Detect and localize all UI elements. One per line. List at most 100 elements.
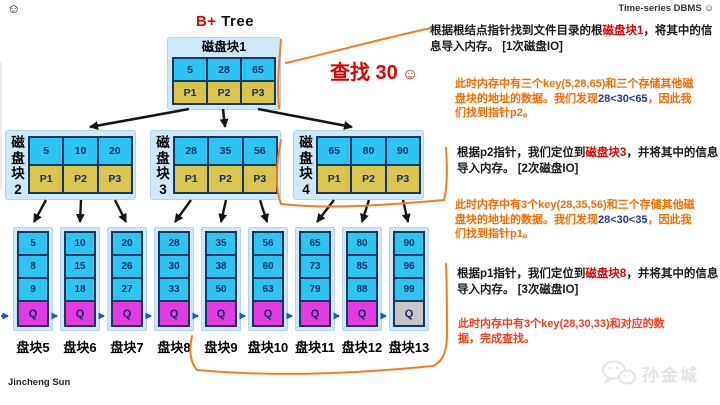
value-cell: 27 [113, 279, 141, 301]
leaf-label-5: 盘块5 [16, 340, 50, 355]
disk-block-2-label: 磁盘块2 [11, 135, 25, 197]
disk-block-3-table: 28 35 56 P1 P2 P3 [173, 136, 278, 194]
queue-pointer-cell: Q [113, 302, 141, 325]
leaf-label-8: 盘块8 [157, 340, 191, 355]
smiley-icon: ☺ [7, 1, 21, 16]
leaf-block-12: 80 85 88 Q [342, 227, 382, 331]
key-cell: 28 [175, 138, 208, 164]
key-cell: 28 [208, 59, 240, 80]
pointer-cell: P1 [175, 166, 208, 192]
value-cell: 9 [19, 279, 47, 301]
leaf-block-8: 28 30 33 Q [154, 227, 194, 331]
value-cell: 88 [348, 279, 376, 301]
leaf-label-12: 盘块12 [341, 340, 383, 355]
value-cell: 30 [160, 256, 188, 278]
key-cell: 65 [242, 59, 274, 80]
leaf-label-10: 盘块10 [247, 340, 289, 355]
value-cell: 50 [207, 279, 235, 301]
annotation-step-2: 根据p2指针，我们定位到磁盘块3，并将其中的信息导入内存。 [2次磁盘IO] [457, 147, 719, 175]
page-title: B+ Tree [150, 13, 300, 30]
brand-text: Time-series DBMS ☺ [618, 3, 714, 14]
key-cell: 56 [243, 138, 276, 164]
value-cell: 79 [301, 279, 329, 301]
highlight-disk-block-1: 磁盘块1 [602, 25, 644, 37]
value-cell: 63 [254, 279, 282, 301]
key-cell: 5 [30, 138, 63, 164]
annotation-note-2: 此时内存中有3个key(28,35,56)和三个存储其他磁盘块的地址的数据。我们… [455, 199, 695, 240]
queue-pointer-cell: Q [66, 302, 94, 325]
key-cell: 10 [64, 138, 97, 164]
key-cell: 20 [98, 138, 131, 164]
pointer-cell: P1 [174, 82, 206, 103]
highlight-disk-block-8: 磁盘块8 [585, 268, 627, 280]
value-cell: 85 [348, 256, 376, 278]
disk-block-4-table: 65 80 90 P1 P2 P3 [316, 136, 421, 194]
pointer-cell: P2 [64, 166, 97, 192]
key-cell: 5 [174, 59, 206, 80]
queue-pointer-cell-end: Q [395, 302, 423, 325]
value-cell: 96 [395, 256, 423, 278]
watermark: 孙金城 [601, 359, 699, 387]
value-cell: 26 [113, 256, 141, 278]
disk-block-3-label: 磁盘块3 [156, 135, 170, 197]
tree-edges-level2 [32, 199, 411, 223]
value-cell: 5 [19, 233, 47, 255]
disk-block-4-label: 磁盘块4 [299, 135, 313, 197]
value-cell: 38 [207, 256, 235, 278]
pointer-cell: P2 [209, 166, 242, 192]
pointer-cell: P1 [30, 166, 63, 192]
search-target-label: 查找 30☺ [330, 62, 419, 84]
slide-edge-line [0, 62, 2, 190]
value-cell: 56 [254, 233, 282, 255]
value-cell: 99 [395, 279, 423, 301]
leaf-label-9: 盘块9 [204, 340, 238, 355]
leaf-block-9: 35 38 50 Q [201, 227, 241, 331]
tree-edges-level1 [89, 107, 353, 130]
leaf-block-11: 65 73 79 Q [295, 227, 335, 331]
pointer-cell: P3 [242, 82, 274, 103]
queue-pointer-cell: Q [301, 302, 329, 325]
value-cell: 60 [254, 256, 282, 278]
value-cell: 28 [160, 233, 188, 255]
annotation-note-3: 此时内存中有3个key(28,30,33)和对应的数据，完成查找。 [458, 318, 665, 345]
leaf-block-10: 56 60 63 Q [248, 227, 288, 331]
disk-block-1-table: 5 28 65 P1 P2 P3 [172, 57, 276, 105]
smiley-red-icon: ☺ [401, 66, 419, 83]
value-cell: 33 [160, 279, 188, 301]
key-cell: 35 [209, 138, 242, 164]
pointer-cell: P1 [318, 166, 351, 192]
wechat-logo-icon [602, 360, 636, 385]
value-cell: 80 [348, 233, 376, 255]
value-cell: 10 [66, 233, 94, 255]
comparison-text: 28<30<65 [598, 92, 648, 105]
value-cell: 65 [301, 233, 329, 255]
key-cell: 80 [352, 138, 385, 164]
disk-block-1: 磁盘块1 5 28 65 P1 P2 P3 [167, 37, 281, 110]
leaf-label-6: 盘块6 [63, 340, 97, 355]
comparison-text: 28<30<35 [598, 213, 648, 226]
disk-block-3: 磁盘块3 28 35 56 P1 P2 P3 [150, 130, 281, 200]
annotation-note-1: 此时内存中有三个key(5,28,65)和三个存储其他磁盘块的地址的数据。我们发… [455, 78, 694, 119]
pointer-cell: P2 [208, 82, 240, 103]
pointer-cell: P3 [386, 166, 419, 192]
value-cell: 8 [19, 256, 47, 278]
pointer-cell: P2 [352, 166, 385, 192]
disk-block-2: 磁盘块2 5 10 20 P1 P2 P3 [5, 130, 136, 200]
value-cell: 90 [395, 233, 423, 255]
value-cell: 18 [66, 279, 94, 301]
value-cell: 15 [66, 256, 94, 278]
key-cell: 65 [318, 138, 351, 164]
annotation-step-3: 根据p1指针，我们定位到磁盘块8，并将其中的信息导入内存。 [3次磁盘IO] [457, 268, 719, 296]
queue-pointer-cell: Q [160, 302, 188, 325]
annotation-step-1: 根据根结点指针找到文件目录的根磁盘块1，将其中的信息导入内存。 [1次磁盘IO] [430, 25, 713, 53]
disk-block-4: 磁盘块4 65 80 90 P1 P2 P3 [293, 130, 424, 200]
disk-block-1-label: 磁盘块1 [201, 40, 247, 54]
disk-block-2-table: 5 10 20 P1 P2 P3 [28, 136, 133, 194]
queue-pointer-cell: Q [207, 302, 235, 325]
pointer-cell: P3 [243, 166, 276, 192]
watermark-name: 孙金城 [642, 365, 699, 385]
queue-pointer-cell: Q [348, 302, 376, 325]
leaf-block-5: 5 8 9 Q [13, 227, 53, 331]
title-tree: Tree [221, 13, 255, 30]
